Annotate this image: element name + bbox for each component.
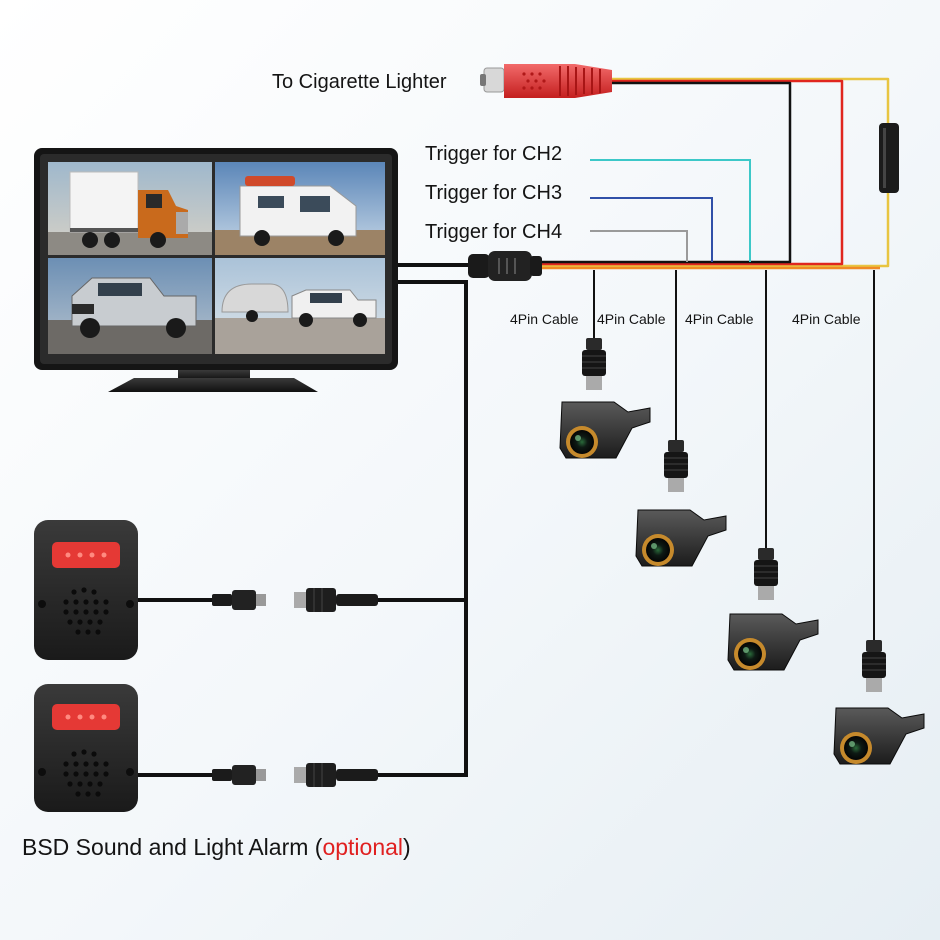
trigger-ch4-label: Trigger for CH4: [425, 221, 563, 243]
camera-cables: [593, 270, 875, 640]
alarm-caption-optional: optional: [322, 834, 404, 860]
side-mount-camera-icon: [727, 613, 819, 671]
monitor-view-ch3: [48, 258, 212, 354]
aviation-connector-male-icon: [212, 590, 266, 610]
bsd-alarm-box-icon: [34, 520, 138, 660]
aviation-connector-female-icon: [294, 763, 378, 787]
cable-label-1: 4Pin Cable: [510, 311, 579, 327]
bsd-alarm-1: [34, 520, 378, 660]
cable-label-3: 4Pin Cable: [685, 311, 754, 327]
trigger-ch3-label: Trigger for CH3: [425, 182, 563, 204]
camera-3: [727, 548, 819, 671]
alarm-caption-close: ): [403, 834, 411, 860]
cable-label-2: 4Pin Cable: [597, 311, 666, 327]
camera-4: [833, 640, 925, 765]
alarm-caption: BSD Sound and Light Alarm (optional): [22, 834, 411, 861]
side-mount-camera-icon: [635, 509, 727, 567]
fuse-holder-icon: [879, 123, 899, 193]
quad-view-monitor-icon: [34, 148, 398, 392]
side-mount-camera-icon: [559, 401, 651, 459]
camera-connector-icon: [862, 640, 886, 692]
alarm-cables: [138, 598, 212, 777]
camera-connector-icon: [582, 338, 606, 390]
monitor-view-ch2: [215, 162, 385, 255]
camera-2: [635, 440, 727, 567]
aviation-connector-male-icon: [212, 765, 266, 785]
monitor-view-ch1: [48, 162, 212, 255]
bsd-alarm-box-icon: [34, 684, 138, 812]
side-mount-camera-icon: [833, 707, 925, 765]
trigger-ch2-label: Trigger for CH2: [425, 143, 563, 165]
monitor-cables: [378, 263, 470, 777]
camera-connector-icon: [754, 548, 778, 600]
camera-1: [559, 338, 651, 459]
cigarette-lighter-plug-icon: [480, 64, 612, 98]
power-wires: [540, 77, 890, 270]
camera-connector-icon: [664, 440, 688, 492]
bsd-alarm-2: [34, 684, 378, 812]
monitor-view-ch4: [215, 258, 385, 354]
alarm-caption-main: BSD Sound and Light Alarm (: [22, 834, 323, 860]
power-label: To Cigarette Lighter: [272, 71, 447, 93]
cable-label-4: 4Pin Cable: [792, 311, 861, 327]
wire-harness-connector-icon: [468, 251, 542, 281]
trigger-wires: [590, 159, 751, 262]
aviation-connector-female-icon: [294, 588, 378, 612]
